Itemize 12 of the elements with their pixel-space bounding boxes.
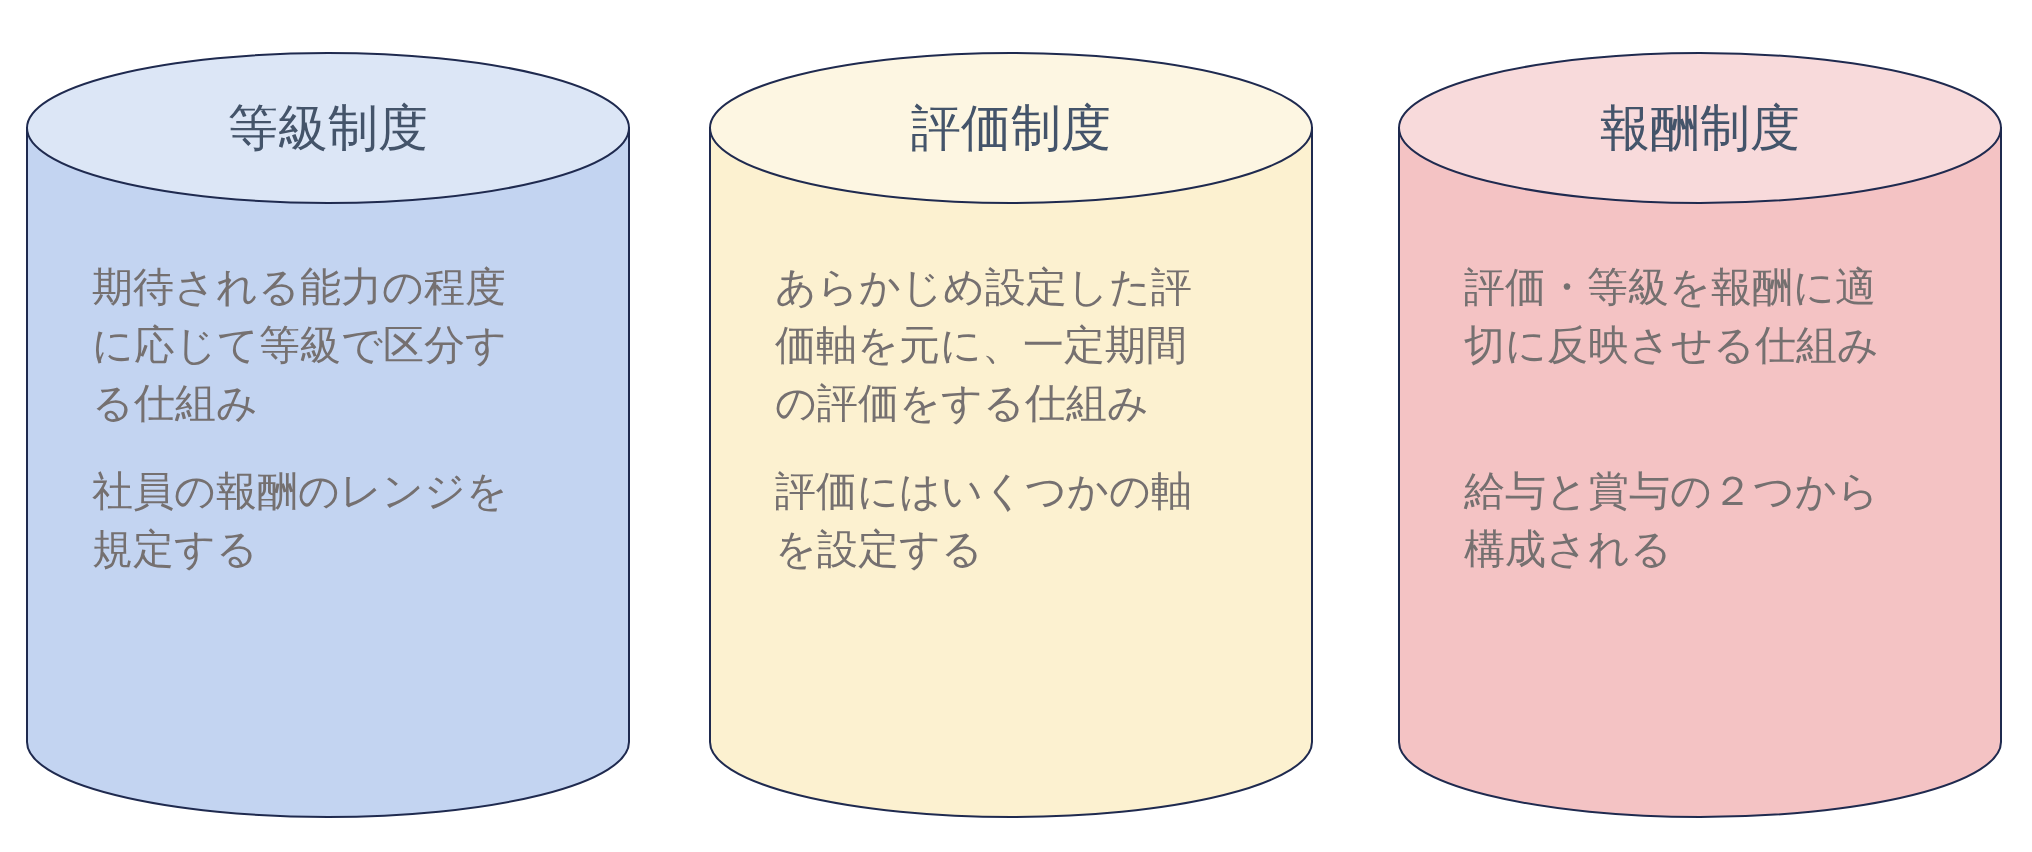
description-text: あらかじめ設定した評価軸を元に、一定期間の評価をする仕組み [775,262,1193,429]
description-text: 評価・等級を報酬に適切に反映させる仕組み [1464,262,1880,371]
cylinder-title: 評価制度 [910,98,1112,158]
cylinder [26,52,630,818]
cylinder [709,52,1313,818]
cylinder-title: 等級制度 [227,98,429,158]
description-text: 給与と賞与の２つから構成される [1464,466,1880,575]
description-text: 評価にはいくつかの軸を設定する [775,466,1193,575]
description-text: 期待される能力の程度に応じて等級で区分する仕組み [92,262,508,429]
cylinder-title: 報酬制度 [1599,98,1801,158]
description-text: 社員の報酬のレンジを規定する [92,466,509,575]
cylinder [1398,52,2002,818]
